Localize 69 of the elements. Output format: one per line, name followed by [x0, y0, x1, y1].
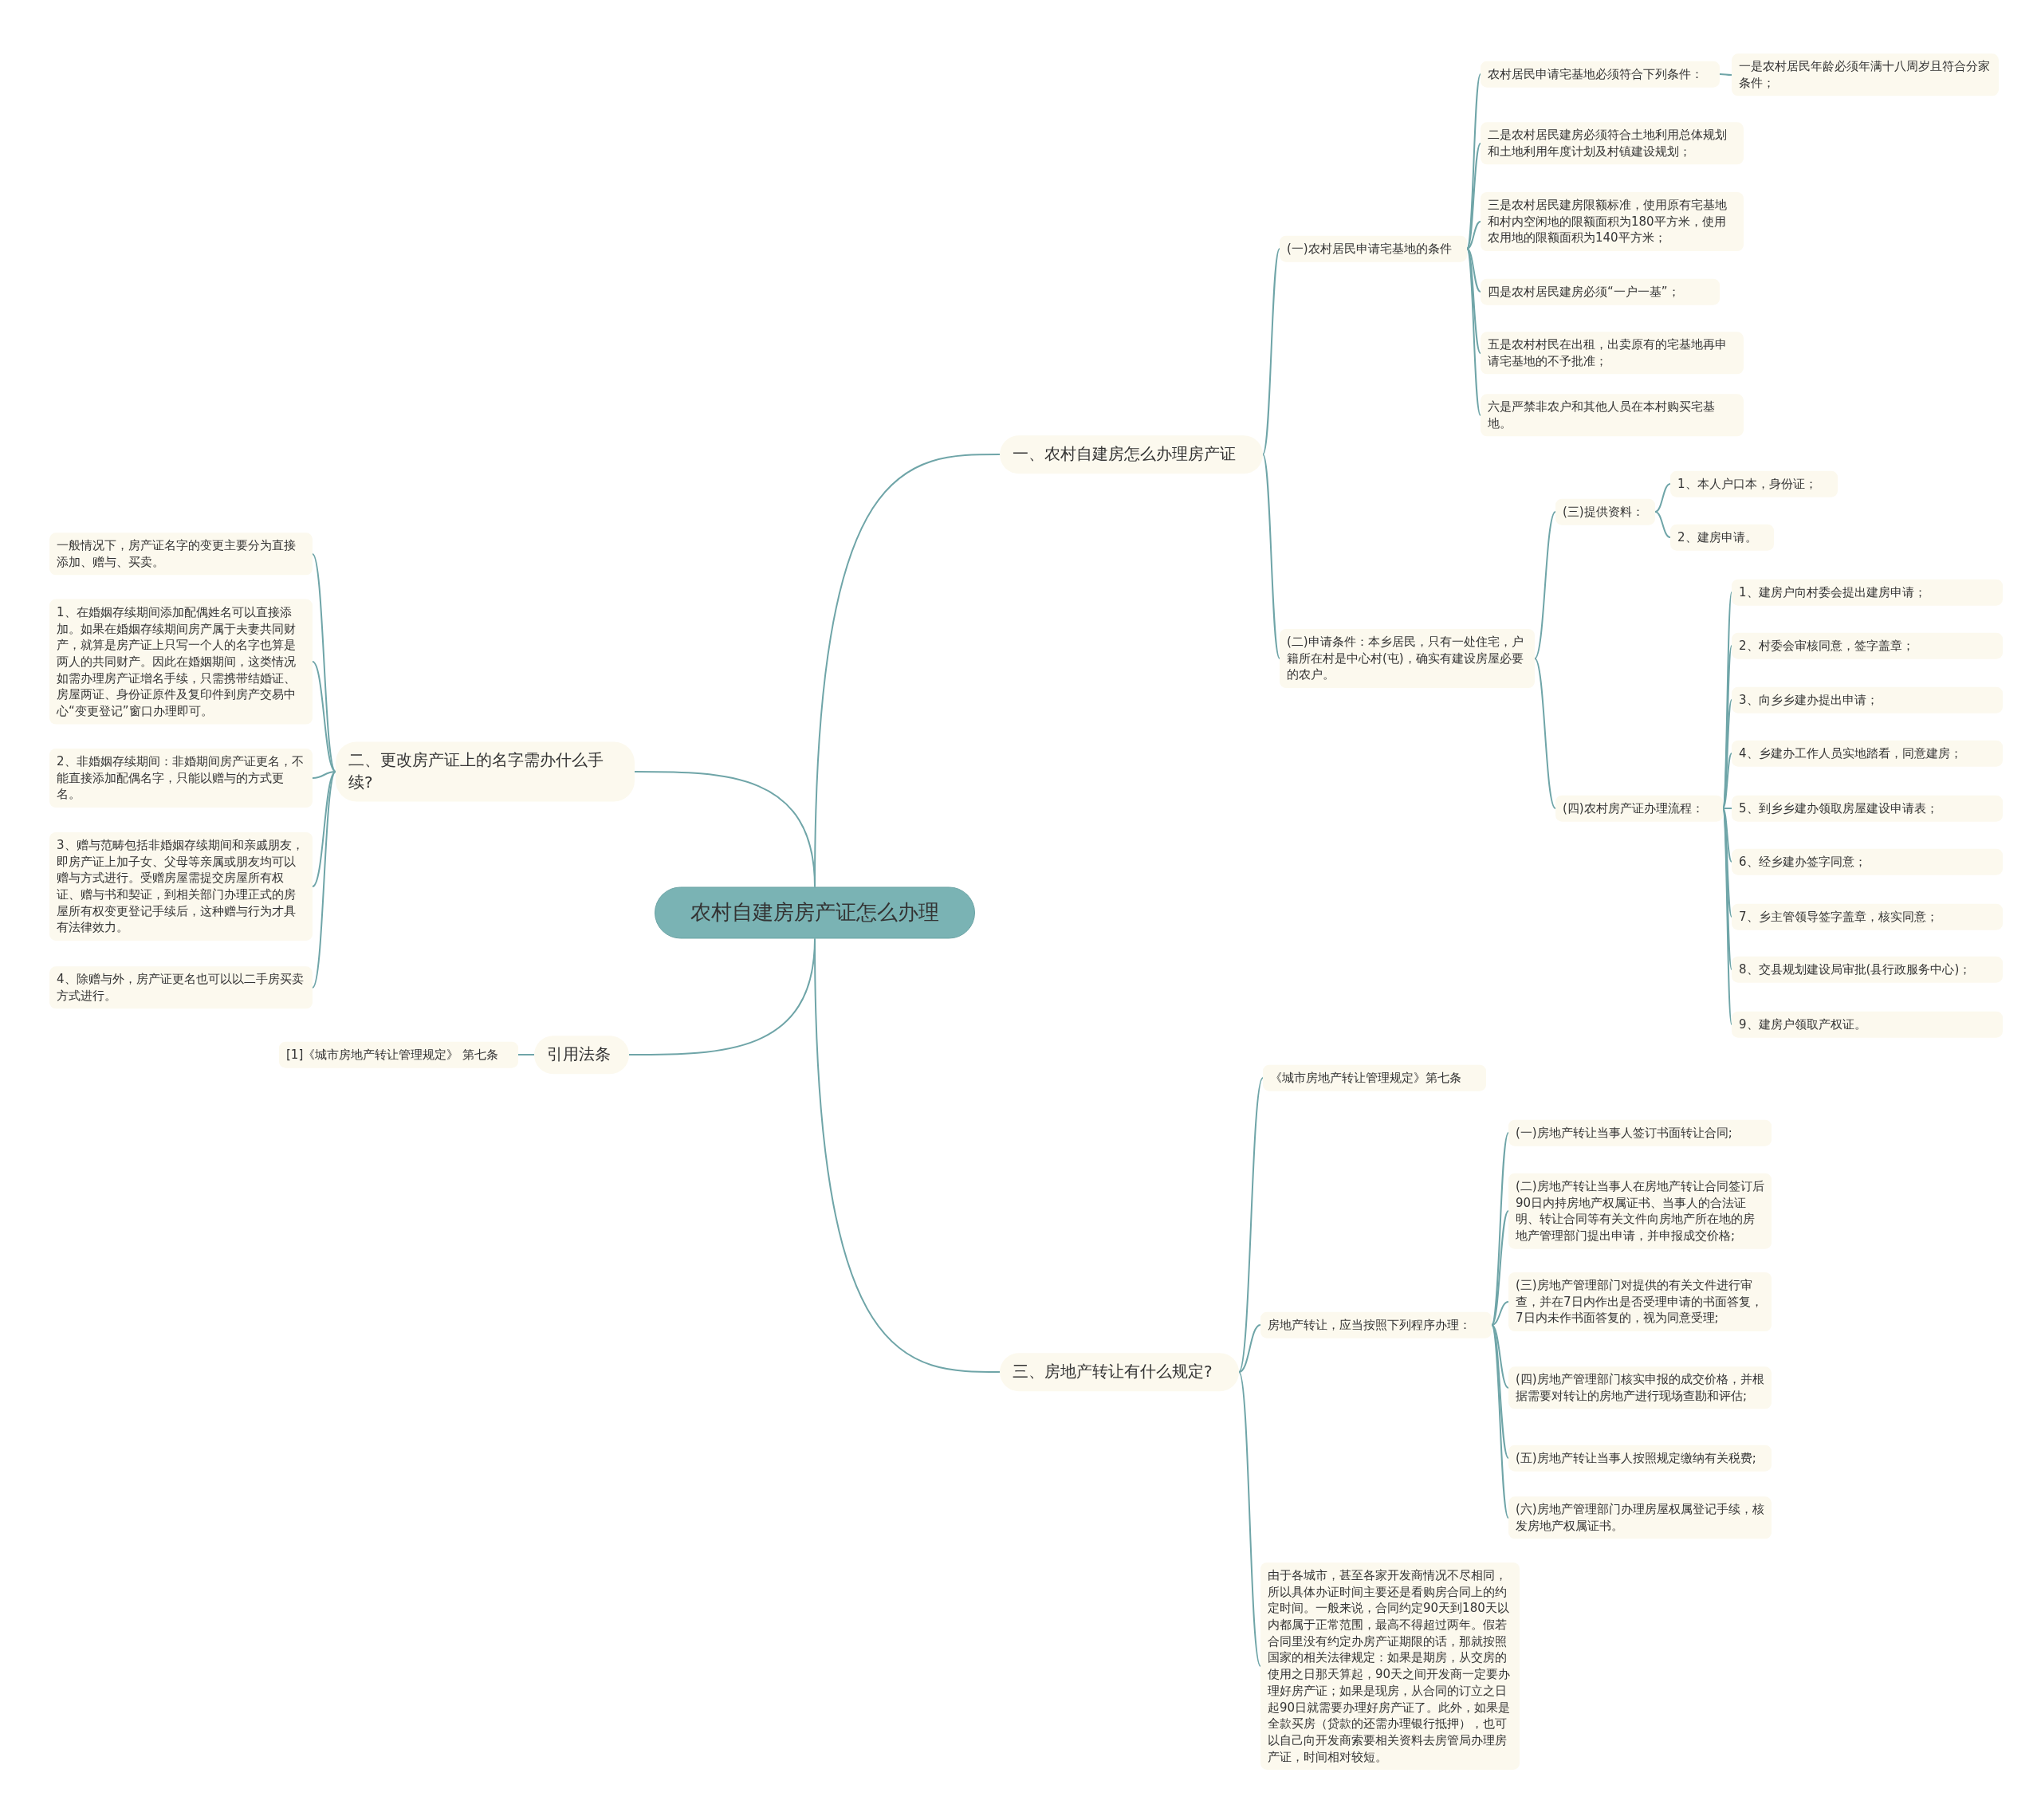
topic-box: 9、建房户领取产权证。 [1732, 1011, 2003, 1038]
connector-line [1262, 248, 1280, 455]
topic-box: 二是农村居民建房必须符合土地利用总体规划和土地利用年度计划及村镇建设规划； [1481, 122, 1744, 165]
topic-box: 8、交县规划建设局审批(县行政服务中心)； [1732, 956, 2003, 983]
topic-box: (四)农村房产证办理流程： [1555, 795, 1723, 822]
connector-line [1654, 511, 1671, 538]
topic-box: 1、建房户向村委会提出建房申请； [1732, 579, 2003, 606]
topic-box: (一)农村居民申请宅基地的条件 [1280, 235, 1467, 262]
connector-line [1491, 1301, 1509, 1326]
topic-box: 由于各城市，甚至各家开发商情况不尽相同，所以具体办证时间主要还是看购房合同上的约定时间。一般来说，合同约定90天到180天以内都属于正常范围，最高不得超过两年。假若合同里没有约定办房产证期限的话，那就按照国家的相关法律规定：如果是期房，从交房的使用之日那天算起，90天之间开发商一定要办理好房产证；如果是现房，从合同的订立之日起90日就需要办理好房产证了。此外，如果是全款买房（贷款的还需办理银行抵押），也可以自己向开发商索要相关资料去房管局办理房产证，时间相对较短。 [1260, 1562, 1520, 1771]
connector-line [1262, 454, 1280, 659]
topic-box: (六)房地产管理部门办理房屋权属登记手续，核发房地产权属证书。 [1508, 1496, 1772, 1539]
connector-line [1466, 248, 1481, 293]
connector-line [1722, 753, 1732, 809]
connector-line [1719, 73, 1732, 76]
topic-box: 4、乡建办工作人员实地踏看，同意建房； [1732, 740, 2003, 767]
topic-box: 2、非婚姻存续期间：非婚期间房产证更名，不能直接添加配偶名字，只能以赠与的方式更名。 [49, 748, 313, 808]
topic-box: 《城市房地产转让管理规定》第七条 [1263, 1064, 1486, 1091]
connector-line [1238, 1077, 1264, 1373]
topic-box: 4、除赠与外，房产证更名也可以以二手房买卖方式进行。 [49, 966, 313, 1009]
topic-box: [1]《城市房地产转让管理规定》 第七条 [279, 1041, 518, 1068]
connector-line [517, 1054, 535, 1055]
topic-box: 农村居民申请宅基地必须符合下列条件： [1481, 61, 1720, 88]
topic-box: 五是农村村民在出租，出卖原有的宅基地再申请宅基地的不予批准； [1481, 332, 1744, 375]
central-topic: 农村自建房房产证怎么办理 [655, 886, 975, 939]
topic-box: 5、到乡乡建办领取房屋建设申请表； [1732, 795, 2003, 822]
topic-box: 房地产转让，应当按照下列程序办理： [1260, 1311, 1492, 1338]
topic-box: (五)房地产转让当事人按照规定缴纳有关税费; [1508, 1445, 1772, 1472]
connector-line [312, 771, 336, 989]
connector-line [814, 938, 1001, 1373]
topic-box: (四)房地产管理部门核实申报的成交价格，并根据需要对转让的房地产进行现场查勘和评估; [1508, 1366, 1772, 1409]
topic-box: (一)房地产转让当事人签订书面转让合同; [1508, 1119, 1772, 1146]
topic-box: 6、经乡建办签字同意； [1732, 848, 2003, 875]
topic-box: 三是农村居民建房限额标准，使用原有宅基地和村内空闲地的限额面积为180平方米，使用农用地的限额面积为140平方米； [1481, 191, 1744, 252]
connector-line [1534, 511, 1556, 659]
connector-line [1238, 1324, 1261, 1373]
topic-box: 2、村委会审核同意，签字盖章； [1732, 632, 2003, 659]
connector-line [312, 771, 336, 887]
branch-topic: 一、农村自建房怎么办理房产证 [1000, 435, 1263, 474]
topic-box: (二)房地产转让当事人在房地产转让合同签订后90日内持房地产权属证书、当事人的合法证明、转让合同等有关文件向房地产所在地的房地产管理部门提出申请，并申报成交价格; [1508, 1173, 1772, 1249]
connector-line [1238, 1371, 1261, 1667]
connector-line [634, 771, 816, 888]
topic-box: 1、在婚姻存续期间添加配偶姓名可以直接添加。如果在婚姻存续期间房产属于夫妻共同财产，就算是房产证上只写一个人的名字也算是两人的共同财产。因此在婚姻期间，这类情况如需办理房产证增名手续，只需携带结婚证、房屋两证、身份证原件及复印件到房产交易中心“变更登记”窗口办理即可。 [49, 599, 313, 725]
topic-box: 1、本人户口本，身份证； [1670, 470, 1838, 497]
topic-box: 2、建房申请。 [1670, 524, 1774, 551]
topic-box: (二)申请条件：本乡居民，只有一处住宅，户籍所在村是中心村(屯)，确实有建设房屋必要的农户。 [1280, 628, 1535, 689]
connector-line [1491, 1324, 1509, 1389]
topic-box: (三)提供资料： [1555, 498, 1655, 525]
topic-box: 六是严禁非农户和其他人员在本村购买宅基地。 [1481, 394, 1744, 437]
branch-topic: 三、房地产转让有什么规定? [1000, 1353, 1239, 1391]
connector-line [312, 553, 336, 772]
connector-line [1491, 1324, 1509, 1519]
topic-box: 3、向乡乡建办提出申请； [1732, 686, 2003, 713]
topic-box: 一是农村居民年龄必须年满十八周岁且符合分家条件； [1732, 53, 1999, 96]
topic-box: 7、乡主管领导签字盖章，核实同意； [1732, 903, 2003, 930]
topic-box: 一般情况下，房产证名字的变更主要分为直接添加、赠与、买卖。 [49, 533, 313, 576]
branch-topic: 二、更改房产证上的名字需办什么手续? [336, 741, 635, 802]
connector-line [312, 661, 336, 772]
connector-line [1654, 483, 1671, 513]
topic-box: 四是农村居民建房必须“一户一基”； [1481, 278, 1720, 305]
connector-line [1466, 221, 1481, 250]
connector-line [312, 771, 336, 779]
topic-box: (三)房地产管理部门对提供的有关文件进行审查，并在7日内作出是否受理申请的书面答复，7日内未作书面答复的，视为同意受理; [1508, 1272, 1772, 1332]
branch-topic: 引用法条 [534, 1036, 629, 1074]
connector-line [1534, 658, 1556, 809]
connector-line [1491, 1210, 1509, 1326]
topic-box: 3、赠与范畴包括非婚姻存续期间和亲戚朋友，即房产证上加子女、父母等亲属或朋友均可以赠与方式进行。受赠房屋需提交房屋所有权证、赠与书和契证，到相关部门办理正式的房屋所有权变更登记手续后，这种赠与行为才具有法律效力。 [49, 831, 313, 941]
connector-line [1466, 143, 1481, 250]
connector-line [1722, 808, 1732, 863]
